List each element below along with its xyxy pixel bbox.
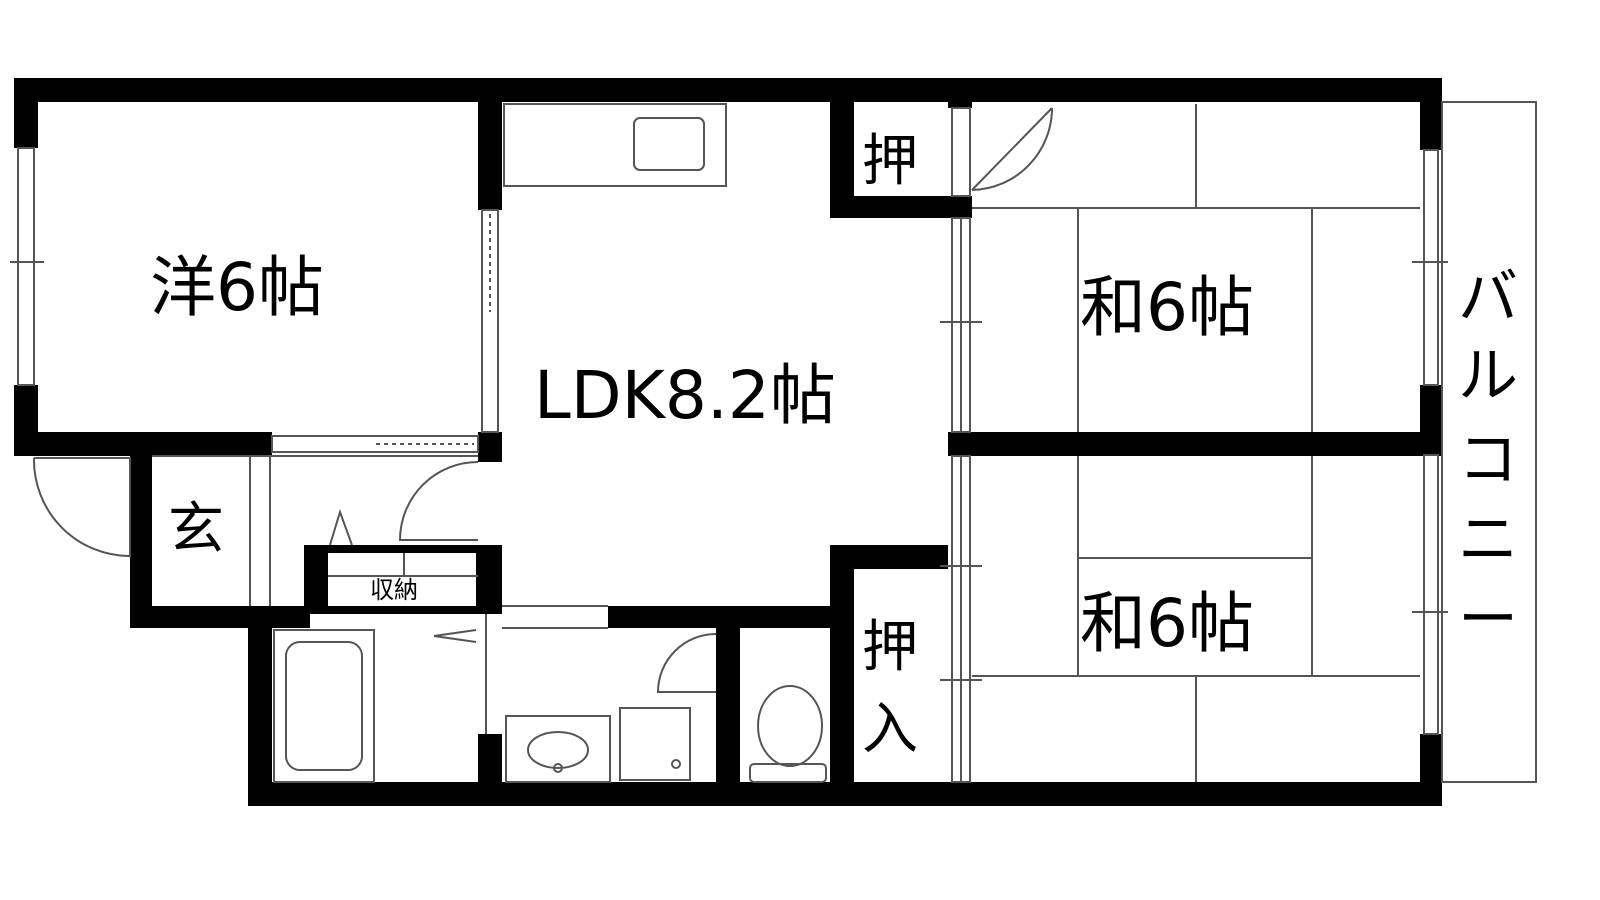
balcony-char: ル [1458,341,1518,411]
balcony-char: バ [1458,263,1518,333]
closet-door-swing [971,107,1053,191]
room-label-western: 洋6帖 [150,249,324,326]
wash-door-swing [656,633,717,693]
balcony-char: コ [1458,425,1518,495]
room-label-closet-upper: 押 [862,129,918,194]
balcony-char: ー [1458,585,1518,655]
room-label-japanese-upper: 和6帖 [1080,269,1254,346]
windows-and-thin-lines [10,101,1537,783]
room-label-closet-lower-2: 入 [862,697,918,762]
room-label-entrance: 玄 [168,497,224,562]
room-label-storage: 収納 [370,576,418,604]
balcony-label: バ ル コ ニ ー [1458,263,1518,655]
walls [14,78,1442,806]
balcony-char: ニ [1458,505,1518,575]
room-label-japanese-lower: 和6帖 [1080,585,1254,662]
room-label-ldk: LDK8.2帖 [534,357,836,434]
entrance-door-swing [32,457,131,558]
room-label-closet-lower-1: 押 [862,615,918,680]
door-swings [32,107,1053,693]
toilet-door-swing [398,461,479,541]
